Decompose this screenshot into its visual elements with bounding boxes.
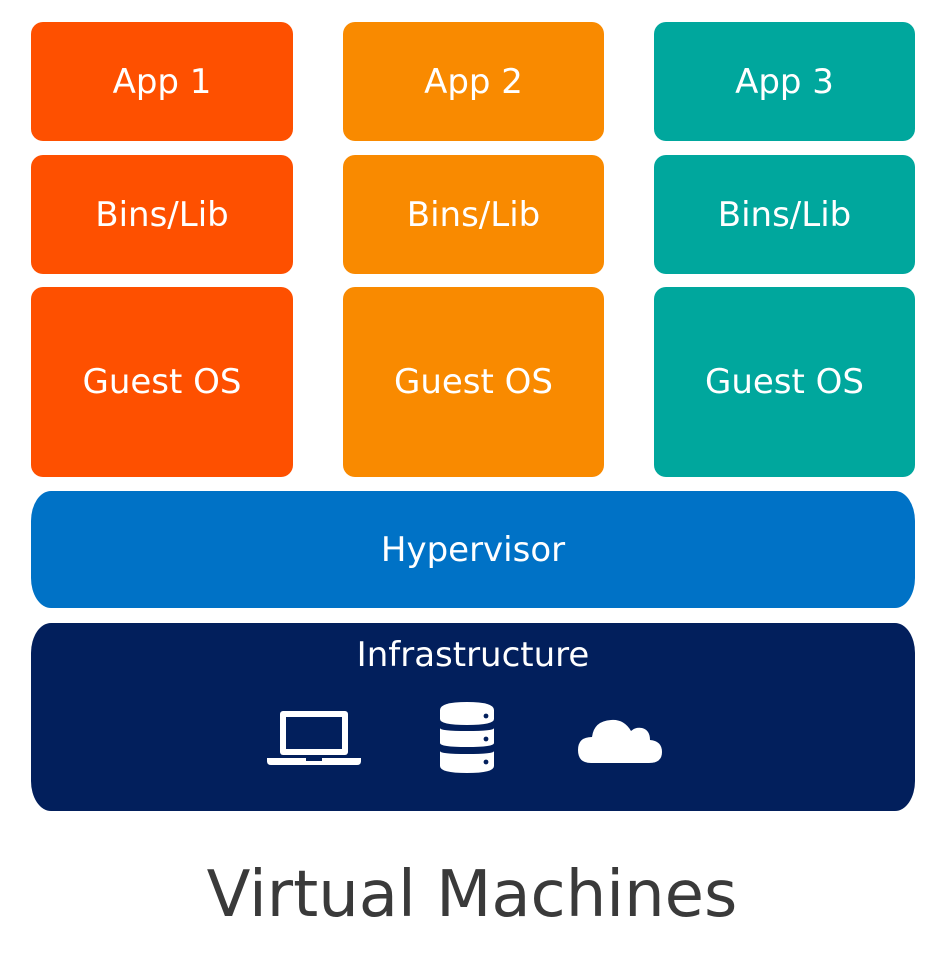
app-2-block: App 2 (343, 22, 604, 141)
guest-os-2-block: Guest OS (343, 287, 604, 477)
app-3-block: App 3 (654, 22, 915, 141)
bins-lib-2-label: Bins/Lib (406, 194, 541, 235)
app-2-label: App 2 (424, 61, 523, 102)
infrastructure-layer: Infrastructure (31, 623, 915, 811)
app-1-block: App 1 (31, 22, 293, 141)
infrastructure-label: Infrastructure (356, 635, 590, 675)
laptop-icon (267, 708, 361, 768)
bins-lib-1-label: Bins/Lib (95, 194, 229, 235)
bins-lib-2-block: Bins/Lib (343, 155, 604, 274)
guest-os-3-block: Guest OS (654, 287, 915, 477)
hypervisor-layer: Hypervisor (31, 491, 915, 608)
guest-os-1-block: Guest OS (31, 287, 293, 477)
app-3-label: App 3 (735, 61, 834, 102)
guest-os-2-label: Guest OS (393, 362, 553, 402)
database-icon (437, 700, 497, 775)
bins-lib-3-label: Bins/Lib (717, 194, 852, 235)
bins-lib-1-block: Bins/Lib (31, 155, 293, 274)
app-1-label: App 1 (112, 61, 212, 102)
hypervisor-label: Hypervisor (380, 529, 566, 570)
diagram-title: Virtual Machines (206, 858, 738, 932)
guest-os-3-label: Guest OS (704, 362, 864, 402)
cloud-icon (577, 713, 663, 765)
guest-os-1-label: Guest OS (82, 362, 242, 402)
bins-lib-3-block: Bins/Lib (654, 155, 915, 274)
